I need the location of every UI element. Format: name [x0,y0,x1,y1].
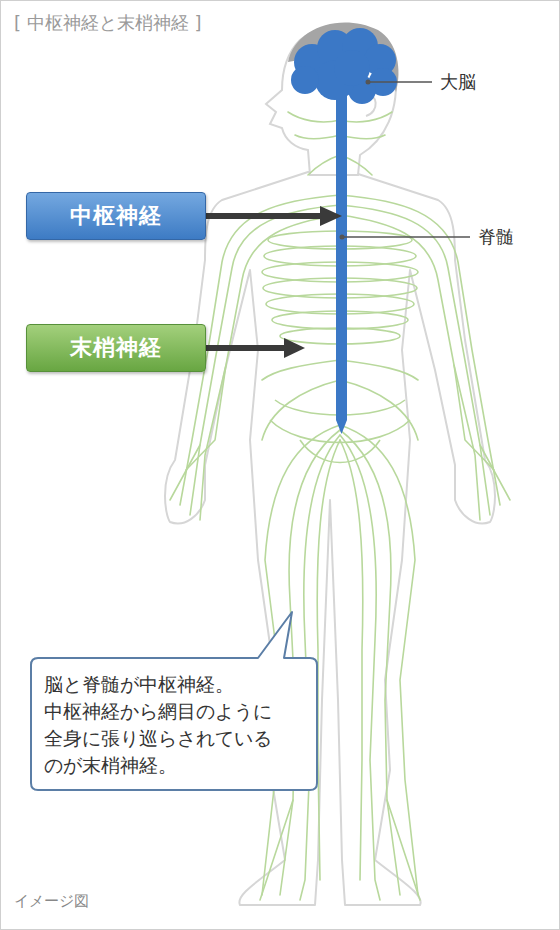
diagram-title: [ 中枢神経と末梢神経 ] [14,12,202,34]
callout-bubble: 脳と脊髄が中枢神経。 中枢神経から網目のように 全身に張り巡らされている のが末… [30,657,318,791]
leader-line [342,236,470,238]
head-outline [266,25,396,175]
pointer-arrow [206,213,322,219]
leader-dot [340,235,345,240]
box-label: 中枢神経 [70,201,162,231]
arrow-head [320,206,342,226]
callout-text: 脳と脊髄が中枢神経。 中枢神経から網目のように 全身に張り巡らされている のが末… [44,671,304,779]
category-box: 末梢神経 [26,324,206,372]
arrow-head [284,338,305,358]
leader-dot [366,80,371,85]
bubble-shape [31,612,317,790]
note-label: イメージ図 [14,892,89,910]
leader-line [368,81,432,83]
pointer-arrow [206,345,286,351]
part-label: 大脳 [440,71,476,93]
spinal-cord [336,92,347,434]
body-outline [165,172,495,905]
part-label: 脊髄 [478,226,514,248]
category-box: 中枢神経 [26,192,206,240]
box-label: 末梢神経 [70,333,162,363]
